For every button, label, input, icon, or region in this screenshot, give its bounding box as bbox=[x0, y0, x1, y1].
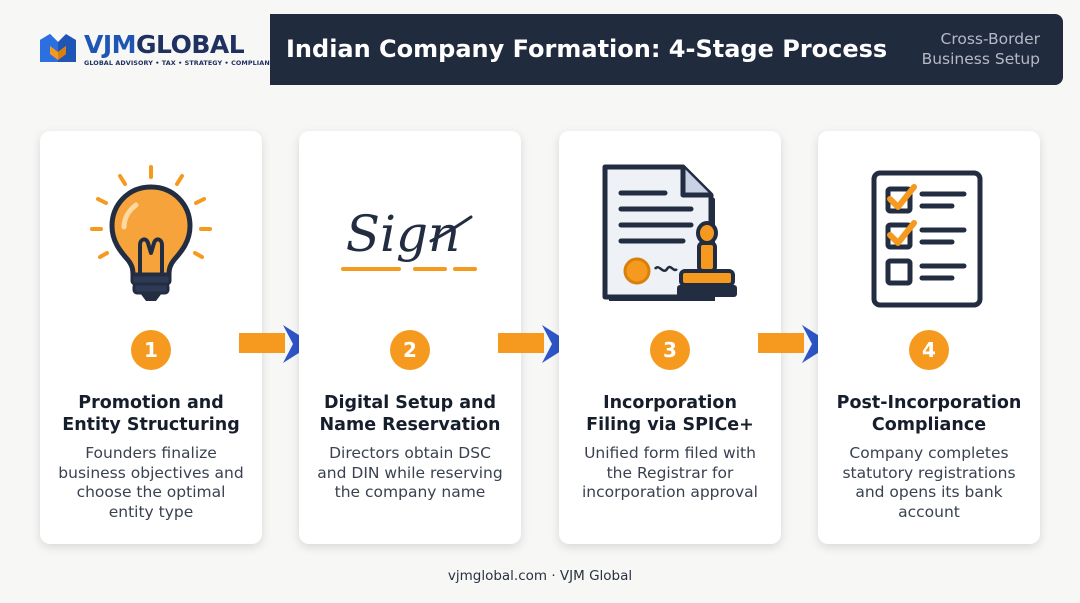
stage-number-4: 4 bbox=[909, 330, 949, 370]
stage-card-2: Sign 2 Digital Setup and Name Reservatio… bbox=[299, 131, 521, 544]
stage-title-2: Digital Setup and Name Reservation bbox=[319, 393, 501, 435]
brand-tagline: GLOBAL ADVISORY • TAX • STRATEGY • COMPL… bbox=[84, 59, 280, 67]
stage-title-3: Incorporation Filing via SPICe+ bbox=[586, 393, 754, 435]
document-stamp-icon bbox=[602, 164, 737, 301]
stage-number-1: 1 bbox=[131, 330, 171, 370]
header-banner: Indian Company Formation: 4-Stage Proces… bbox=[270, 14, 1063, 85]
stage-description-2: Directors obtain DSC and DIN while reser… bbox=[317, 444, 503, 501]
brand-name: VJMGLOBAL bbox=[84, 30, 245, 59]
vjm-logo-icon bbox=[40, 34, 76, 62]
footer-credit: vjmglobal.com · VJM Global bbox=[447, 568, 633, 584]
checklist-icon bbox=[871, 170, 983, 308]
signature-icon: Sign bbox=[341, 205, 477, 271]
stage-title-1: Promotion and Entity Structuring bbox=[62, 393, 240, 435]
stage-title-4: Post-Incorporation Compliance bbox=[836, 393, 1022, 435]
stage-description-3: Unified form filed with the Registrar fo… bbox=[582, 444, 758, 501]
stage-description-4: Company completes statutory registration… bbox=[842, 444, 1016, 521]
arrow-right-icon bbox=[758, 325, 832, 363]
stage-description-1: Founders finalize business objectives an… bbox=[58, 444, 244, 521]
lightbulb-icon bbox=[90, 165, 212, 301]
stage-card-3: 3 Incorporation Filing via SPICe+ Unifie… bbox=[559, 131, 781, 544]
stage-number-2: 2 bbox=[390, 330, 430, 370]
brand-logo: VJMGLOBAL GLOBAL ADVISORY • TAX • STRATE… bbox=[38, 30, 279, 70]
stage-card-4: 4 Post-Incorporation Compliance Company … bbox=[818, 131, 1040, 544]
arrow-right-icon bbox=[498, 325, 572, 363]
page-subtitle: Cross-Border Business Setup bbox=[921, 30, 1040, 68]
stage-number-3: 3 bbox=[650, 330, 690, 370]
page-title: Indian Company Formation: 4-Stage Proces… bbox=[286, 35, 888, 63]
arrow-right-icon bbox=[239, 325, 313, 363]
stage-card-1: 1 Promotion and Entity Structuring Found… bbox=[40, 131, 262, 544]
